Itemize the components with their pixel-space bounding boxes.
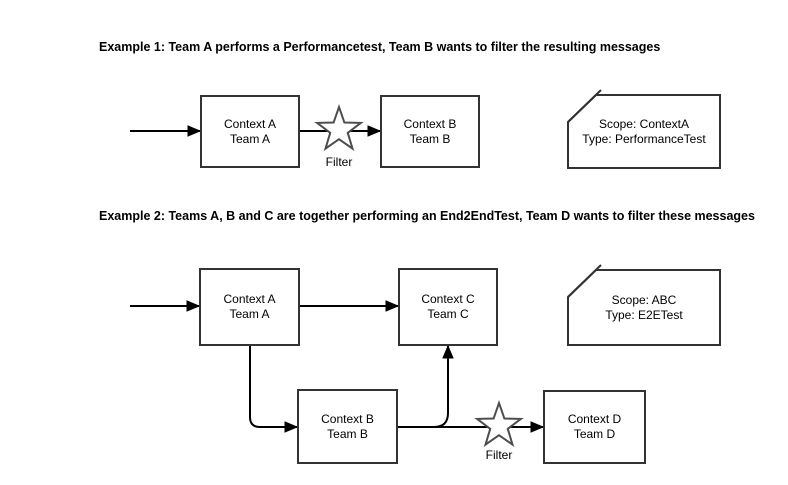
e1-scope-card-label: Scope: ContextA Type: PerformanceTest <box>582 116 706 146</box>
e1-filter-star-icon <box>314 103 364 152</box>
e2-elbow-a-to-b <box>249 346 299 433</box>
e2-filter-label: Filter <box>485 448 513 462</box>
e2-scope-card-shape <box>567 264 721 346</box>
e1-scope-card-shape <box>567 89 721 169</box>
e2-context-d-box: Context D Team D <box>543 390 646 464</box>
e2-branch-b-to-c <box>433 344 454 428</box>
e2-scope-card-label: Scope: ABC Type: E2ETest <box>605 292 683 322</box>
e2-filter-star-icon <box>474 399 524 448</box>
e2-context-a-box: Context A Team A <box>199 268 300 346</box>
e2-context-b-box: Context B Team B <box>297 389 398 464</box>
e1-context-b-box: Context B Team B <box>380 95 480 168</box>
e2-context-c-box: Context C Team C <box>398 268 498 346</box>
e1-filter-label: Filter <box>325 155 353 169</box>
example1-title: Example 1: Team A performs a Performance… <box>99 40 661 54</box>
e1-context-a-box: Context A Team A <box>200 95 300 168</box>
example2-title: Example 2: Teams A, B and C are together… <box>99 209 755 223</box>
